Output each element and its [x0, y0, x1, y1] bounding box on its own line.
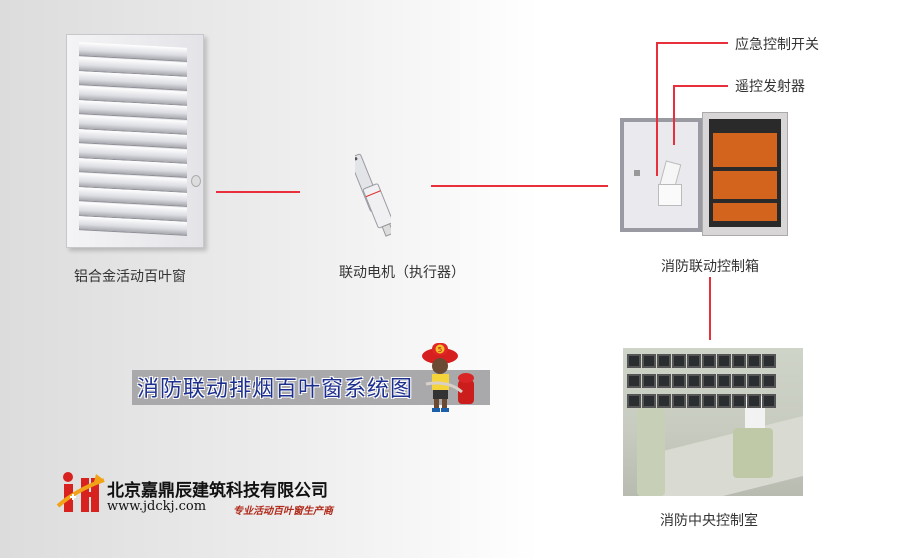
wall-monitor	[747, 394, 761, 408]
company-slogan: 专业活动百叶窗生产商	[233, 506, 333, 517]
company-name: 北京嘉鼎辰建筑科技有限公司	[107, 481, 328, 501]
callout-line-remote-vertical	[673, 85, 675, 145]
wall-monitor	[762, 354, 776, 368]
wall-monitor	[672, 354, 686, 368]
louver-handle	[191, 175, 201, 187]
callout-remote-transmitter: 遥控发射器	[735, 79, 805, 95]
wall-monitor	[627, 354, 641, 368]
wall-monitor	[642, 354, 656, 368]
wall-monitor	[687, 374, 701, 388]
door-lock	[634, 170, 640, 176]
connector-actuator-controlbox	[431, 185, 608, 187]
actuator-label: 联动电机（执行器）	[339, 265, 465, 281]
linear-actuator-image	[355, 153, 391, 237]
wall-monitor	[687, 394, 701, 408]
wall-monitor	[762, 374, 776, 388]
company-website-link[interactable]: www.jdckj.com	[107, 499, 207, 514]
wall-monitor	[627, 394, 641, 408]
control-room-label: 消防中央控制室	[660, 513, 758, 529]
title-banner	[132, 370, 490, 405]
wall-monitor	[732, 394, 746, 408]
wall-monitor	[732, 374, 746, 388]
diagram-title: 消防联动排烟百叶窗系统图	[137, 377, 414, 402]
wall-monitor	[717, 354, 731, 368]
louver-window-image	[66, 34, 204, 248]
louver-label: 铝合金活动百叶窗	[74, 269, 186, 285]
callout-line-emergency-switch-horizontal	[656, 42, 728, 44]
wall-monitor	[657, 394, 671, 408]
wall-monitor	[657, 354, 671, 368]
firefighter-mascot-icon: 5	[422, 343, 474, 412]
fire-control-box-image	[620, 112, 788, 236]
connector-louver-actuator	[216, 191, 300, 193]
wall-monitor	[717, 374, 731, 388]
central-control-room-photo	[623, 348, 803, 496]
callout-emergency-switch: 应急控制开关	[735, 37, 819, 53]
wall-monitor	[702, 354, 716, 368]
connector-controlbox-controlroom	[709, 277, 711, 340]
wall-monitor	[762, 394, 776, 408]
wall-monitor	[672, 374, 686, 388]
wall-monitor	[672, 394, 686, 408]
wall-monitor	[747, 374, 761, 388]
helmet-number: 5	[438, 346, 442, 354]
control-box-door	[620, 118, 702, 232]
wall-monitor	[717, 394, 731, 408]
wall-monitor	[627, 374, 641, 388]
callout-line-emergency-switch-vertical	[656, 42, 658, 176]
wall-monitor	[747, 354, 761, 368]
wall-monitor	[687, 354, 701, 368]
company-logo-icon	[56, 472, 105, 512]
wall-monitor	[702, 374, 716, 388]
emergency-switch	[658, 184, 682, 206]
wall-monitor	[642, 394, 656, 408]
callout-line-remote-horizontal	[673, 85, 728, 87]
wall-monitor	[702, 394, 716, 408]
control-box-label: 消防联动控制箱	[661, 259, 759, 275]
wall-monitor	[657, 374, 671, 388]
control-box-body	[702, 112, 788, 236]
wall-monitor	[642, 374, 656, 388]
wall-monitor	[732, 354, 746, 368]
